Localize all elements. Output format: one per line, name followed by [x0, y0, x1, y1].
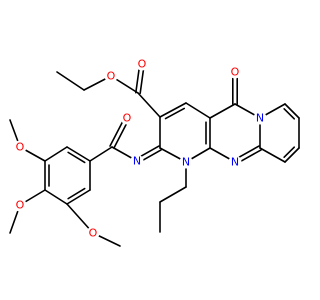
atoms-layer: O O O O O O O N N N N [13, 57, 267, 240]
bond-c4a-c5 [209, 103, 236, 119]
atom-o-methoxy-lower: O [86, 226, 100, 240]
atom-symbol: N [231, 156, 239, 169]
atom-symbol: N [133, 155, 141, 168]
atom-o-ketone: O [228, 65, 242, 79]
bond-ar5-ar6-inner [67, 187, 86, 200]
atom-symbol: N [182, 156, 190, 169]
atom-symbol: O [107, 70, 116, 83]
atom-symbol: O [16, 199, 25, 212]
atom-n-imine: N [130, 154, 144, 168]
atom-label-background [13, 198, 27, 212]
atom-n-propyl: N [179, 155, 193, 169]
atom-symbol: O [138, 58, 147, 71]
atom-symbol: N [256, 112, 264, 125]
atom-label-background [135, 57, 149, 71]
bond-c10-c10b [259, 147, 286, 163]
molecule-diagram: O O O O O O O N N N N [9, 57, 300, 247]
bond-ar4-ar5 [44, 189, 68, 205]
bond-cEst-c3 [137, 92, 161, 118]
molecule-canvas: O O O O O O O N N N N [9, 57, 300, 247]
atom-symbol: O [123, 112, 132, 125]
atom-label-background [120, 111, 134, 125]
atom-o-methoxy-upper: O [13, 140, 27, 154]
atom-symbol: O [16, 141, 25, 154]
bond-ar1-ar2 [66, 146, 91, 162]
atom-label-background [13, 140, 27, 154]
bond-ar2-ar3 [44, 146, 68, 162]
atom-label-background [130, 154, 144, 168]
bond-c9-c10-inner [283, 146, 296, 159]
bond-pr1-pr2 [159, 186, 187, 203]
atom-n-pyrimidine: N [228, 155, 242, 169]
bond-c3-c4-inner [164, 107, 186, 120]
atom-label-background [104, 69, 118, 83]
atom-symbol: O [231, 66, 240, 79]
bond-c3-c4 [159, 102, 187, 118]
atom-label-background [228, 155, 242, 169]
atom-o-amide: O [120, 111, 134, 125]
bond-cAm-ar1 [89, 146, 113, 162]
bond-ar5-ar6 [66, 189, 91, 205]
atom-n-ring-fused: N [253, 111, 267, 125]
atom-o-methoxy-middle: O [13, 198, 27, 212]
atom-label-background [253, 111, 267, 125]
atom-label-background [179, 155, 193, 169]
bond-c7-c8-inner [283, 107, 296, 120]
atom-label-background [86, 226, 100, 240]
bond-c7-c8 [284, 103, 300, 119]
atom-o-ester-single: O [104, 69, 118, 83]
bond-ar1-ar2-inner [67, 151, 86, 164]
atom-symbol: O [89, 227, 98, 240]
bonds-layer [9, 62, 300, 247]
bond-c9-c10 [284, 147, 300, 163]
bond-c4-c4a [185, 102, 211, 119]
atom-label-background [228, 65, 242, 79]
bond-me1-ch2 [56, 71, 85, 91]
atom-o-ester-carbonyl: O [135, 57, 149, 71]
